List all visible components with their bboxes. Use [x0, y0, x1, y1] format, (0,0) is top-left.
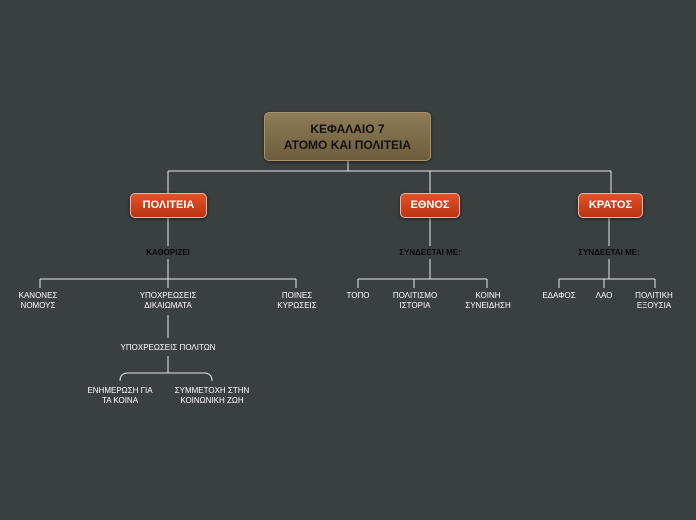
subtopic[interactable]: ΕΔΑΦΟΣ	[542, 291, 575, 301]
subtopic-line: ΕΝΗΜΕΡΩΣΗ ΓΙΑ	[87, 386, 153, 395]
subtopic[interactable]: ΠΟΛΙΤΙΣΜΟ ΙΣΤΟΡΙΑ	[393, 291, 437, 311]
relation-label[interactable]: ΣΥΝΔΕΕΤΑΙ ΜΕ:	[399, 248, 461, 257]
subtopic-line: ΤΑ ΚΟΙΝΑ	[101, 396, 139, 405]
subtopic[interactable]: ΥΠΟΧΡΕΩΣΕΙΣ ΠΟΛΙΤΩΝ	[120, 343, 216, 352]
relation-label[interactable]: ΣΥΝΔΕΕΤΑΙ ΜΕ:	[578, 248, 640, 257]
subtopic[interactable]: ΥΠΟΧΡΕΩΣΕΙΣ ΔΙΚΑΙΩΜΑΤΑ	[140, 291, 197, 311]
subtopic-line: ΠΟΛΙΤΙΚΗ	[635, 291, 673, 300]
subtopic-line: ΚΥΡΩΣΕΙΣ	[277, 301, 317, 310]
subtopic[interactable]: ΕΝΗΜΕΡΩΣΗ ΓΙΑ ΤΑ ΚΟΙΝΑ	[87, 386, 152, 406]
subtopic-line: ΥΠΟΧΡΕΩΣΕΙΣ	[139, 291, 197, 300]
topic-politeia[interactable]: ΠΟΛΙΤΕΙΑ	[130, 193, 207, 218]
subtopic-line: ΤΟΠΟ	[346, 291, 370, 300]
subtopic-line: ΠΟΙΝΕΣ	[281, 291, 313, 300]
subtopic-line: ΣΥΝΕΙΔΗΣΗ	[465, 301, 511, 310]
subtopic-line: ΕΞΟΥΣΙΑ	[636, 301, 672, 310]
subtopic[interactable]: ΚΟΙΝΗ ΣΥΝΕΙΔΗΣΗ	[465, 291, 510, 311]
subtopic-line: ΚΟΙΝΩΝΙΚΗ ΖΩΗ	[180, 396, 244, 405]
subtopic[interactable]: ΣΥΜΜΕΤΟΧΗ ΣΤΗΝ ΚΟΙΝΩΝΙΚΗ ΖΩΗ	[175, 386, 250, 406]
relation-label[interactable]: ΚΑΘΟΡΙΖΕΙ	[146, 248, 190, 257]
topic-kratos[interactable]: ΚΡΑΤΟΣ	[578, 193, 643, 218]
subtopic-line: ΔΙΚΑΙΩΜΑΤΑ	[144, 301, 192, 310]
subtopic[interactable]: ΛΑΟ	[596, 291, 613, 301]
subtopic-line: ΕΔΑΦΟΣ	[542, 291, 576, 300]
subtopic-line: ΣΥΜΜΕΤΟΧΗ ΣΤΗΝ	[174, 386, 250, 395]
subtopic[interactable]: ΚΑΝΟΝΕΣ ΝΟΜΟΥΣ	[19, 291, 58, 311]
topic-ethnos[interactable]: ΕΘΝΟΣ	[400, 193, 460, 218]
subtopic-line: ΠΟΛΙΤΙΣΜΟ	[392, 291, 438, 300]
subtopic-line: ΝΟΜΟΥΣ	[20, 301, 56, 310]
root-title-line1: ΚΕΦΑΛΑΙΟ 7	[310, 122, 385, 136]
subtopic-line: ΛΑΟ	[595, 291, 613, 300]
subtopic[interactable]: ΤΟΠΟ	[347, 291, 370, 301]
subtopic[interactable]: ΠΟΛΙΤΙΚΗ ΕΞΟΥΣΙΑ	[635, 291, 673, 311]
subtopic[interactable]: ΠΟΙΝΕΣ ΚΥΡΩΣΕΙΣ	[277, 291, 316, 311]
root-topic[interactable]: ΚΕΦΑΛΑΙΟ 7 ΑΤΟΜΟ ΚΑΙ ΠΟΛΙΤΕΙΑ	[264, 112, 431, 161]
subtopic-line: ΙΣΤΟΡΙΑ	[399, 301, 431, 310]
root-title-line2: ΑΤΟΜΟ ΚΑΙ ΠΟΛΙΤΕΙΑ	[283, 138, 412, 152]
subtopic-line: ΚΟΙΝΗ	[475, 291, 501, 300]
subtopic-line: ΚΑΝΟΝΕΣ	[18, 291, 58, 300]
